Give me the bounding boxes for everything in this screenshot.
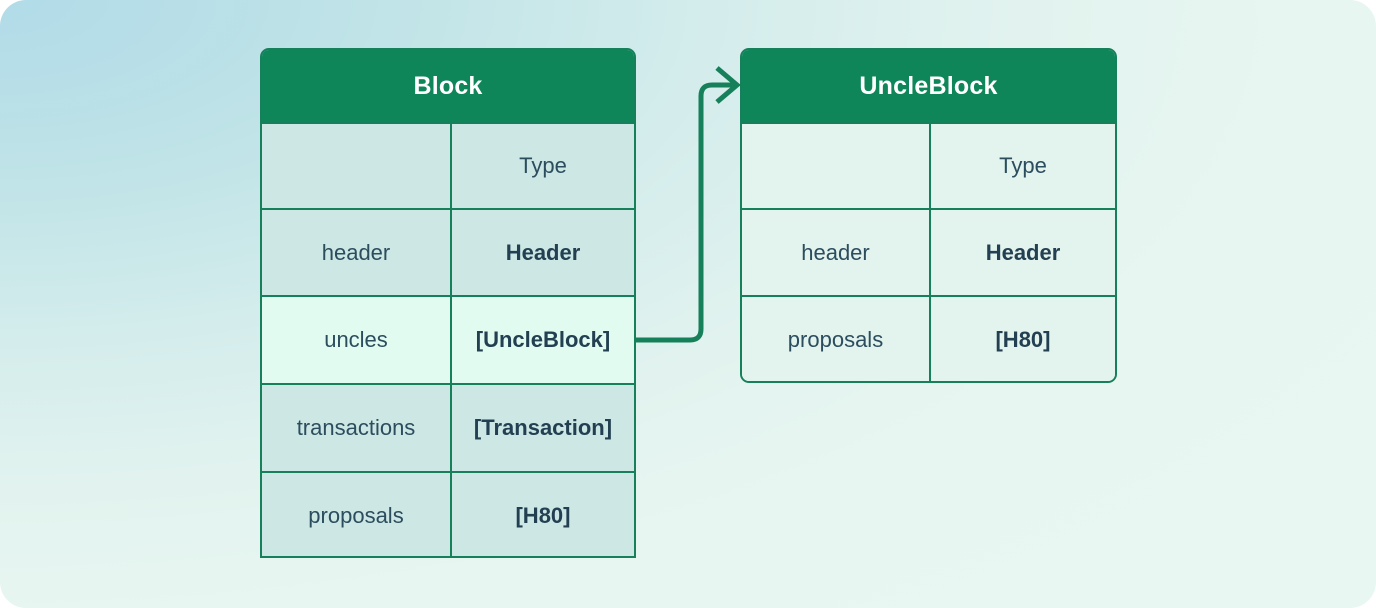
table-row[interactable]: transactions [Transaction] [262, 383, 634, 471]
class-title-uncleblock: UncleBlock [742, 50, 1115, 122]
field-type: [UncleBlock] [475, 327, 611, 352]
class-title-block: Block [262, 50, 634, 122]
field-type: [H80] [995, 327, 1051, 352]
arrow-head-icon [715, 66, 741, 104]
class-box-block[interactable]: Block Type header Header uncles [UncleBl… [260, 48, 636, 558]
column-header-type: Type [519, 153, 567, 178]
field-type: [H80] [515, 503, 571, 528]
table-row[interactable]: proposals [H80] [742, 295, 1115, 381]
column-header-type: Type [999, 153, 1047, 178]
field-name: transactions [262, 385, 452, 471]
field-name: uncles [262, 297, 452, 383]
table-header-row: Type [262, 122, 634, 208]
field-name: proposals [742, 297, 931, 381]
class-box-uncleblock[interactable]: UncleBlock Type header Header proposals … [740, 48, 1117, 383]
field-type: Header [985, 239, 1061, 265]
column-header-name [742, 124, 931, 208]
field-name: proposals [262, 473, 452, 556]
table-row[interactable]: header Header [742, 208, 1115, 295]
field-name: header [742, 210, 931, 295]
field-type: [Transaction] [473, 415, 613, 440]
field-name: header [262, 210, 452, 295]
table-row[interactable]: header Header [262, 208, 634, 295]
table-header-row: Type [742, 122, 1115, 208]
table-row-highlighted[interactable]: uncles [UncleBlock] [262, 295, 634, 383]
table-row[interactable]: proposals [H80] [262, 471, 634, 556]
field-type: Header [505, 239, 581, 265]
column-header-name [262, 124, 452, 208]
arrow-path [636, 82, 736, 343]
